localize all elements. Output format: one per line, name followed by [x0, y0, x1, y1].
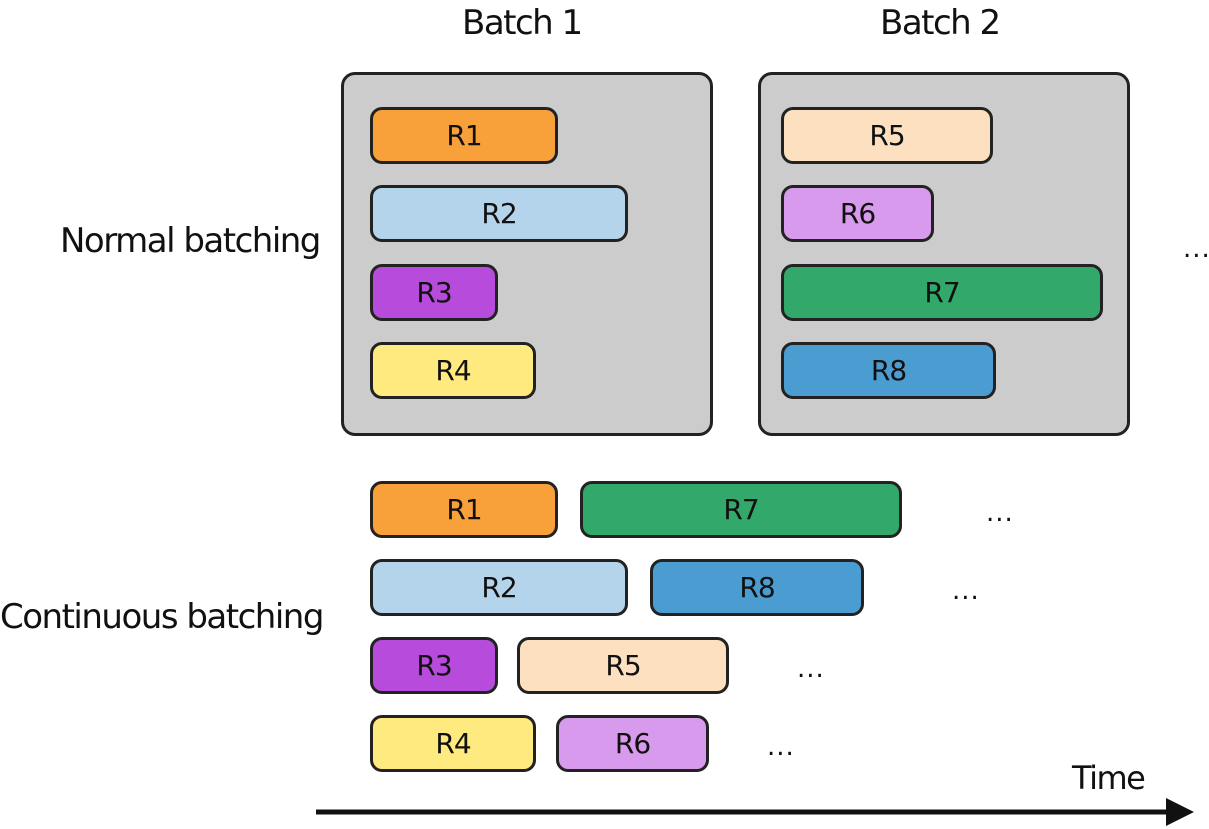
- time-arrow-head: [1166, 798, 1194, 826]
- batch-2-title: Batch 2: [880, 3, 1001, 43]
- time-arrow: [316, 798, 1194, 826]
- batch-1-title: Batch 1: [462, 3, 583, 43]
- normal-request-r2: R2: [370, 185, 628, 242]
- continuous-lane-2-ellipsis: ...: [952, 576, 980, 606]
- normal-request-r4: R4: [370, 342, 536, 399]
- continuous-batching-label: Continuous batching: [0, 597, 324, 637]
- continuous-lane-1-ellipsis: ...: [986, 498, 1014, 528]
- normal-request-r7: R7: [781, 264, 1103, 321]
- continuous-request-r1: R1: [370, 481, 558, 538]
- normal-request-r3: R3: [370, 264, 498, 321]
- continuous-request-r8: R8: [650, 559, 864, 616]
- continuous-request-r5: R5: [517, 637, 729, 694]
- time-label: Time: [1072, 759, 1146, 797]
- continuous-lane-4-ellipsis: ...: [767, 732, 795, 762]
- continuous-lane-3-ellipsis: ...: [797, 654, 825, 684]
- normal-ellipsis: ...: [1183, 234, 1209, 264]
- continuous-request-r2: R2: [370, 559, 628, 616]
- continuous-request-r7: R7: [580, 481, 902, 538]
- normal-request-r8: R8: [781, 342, 996, 399]
- normal-request-r5: R5: [781, 107, 993, 164]
- normal-batching-label: Normal batching: [60, 221, 321, 261]
- continuous-request-r3: R3: [370, 637, 498, 694]
- continuous-request-r6: R6: [556, 715, 709, 772]
- normal-request-r1: R1: [370, 107, 558, 164]
- normal-request-r6: R6: [781, 185, 934, 242]
- continuous-request-r4: R4: [370, 715, 536, 772]
